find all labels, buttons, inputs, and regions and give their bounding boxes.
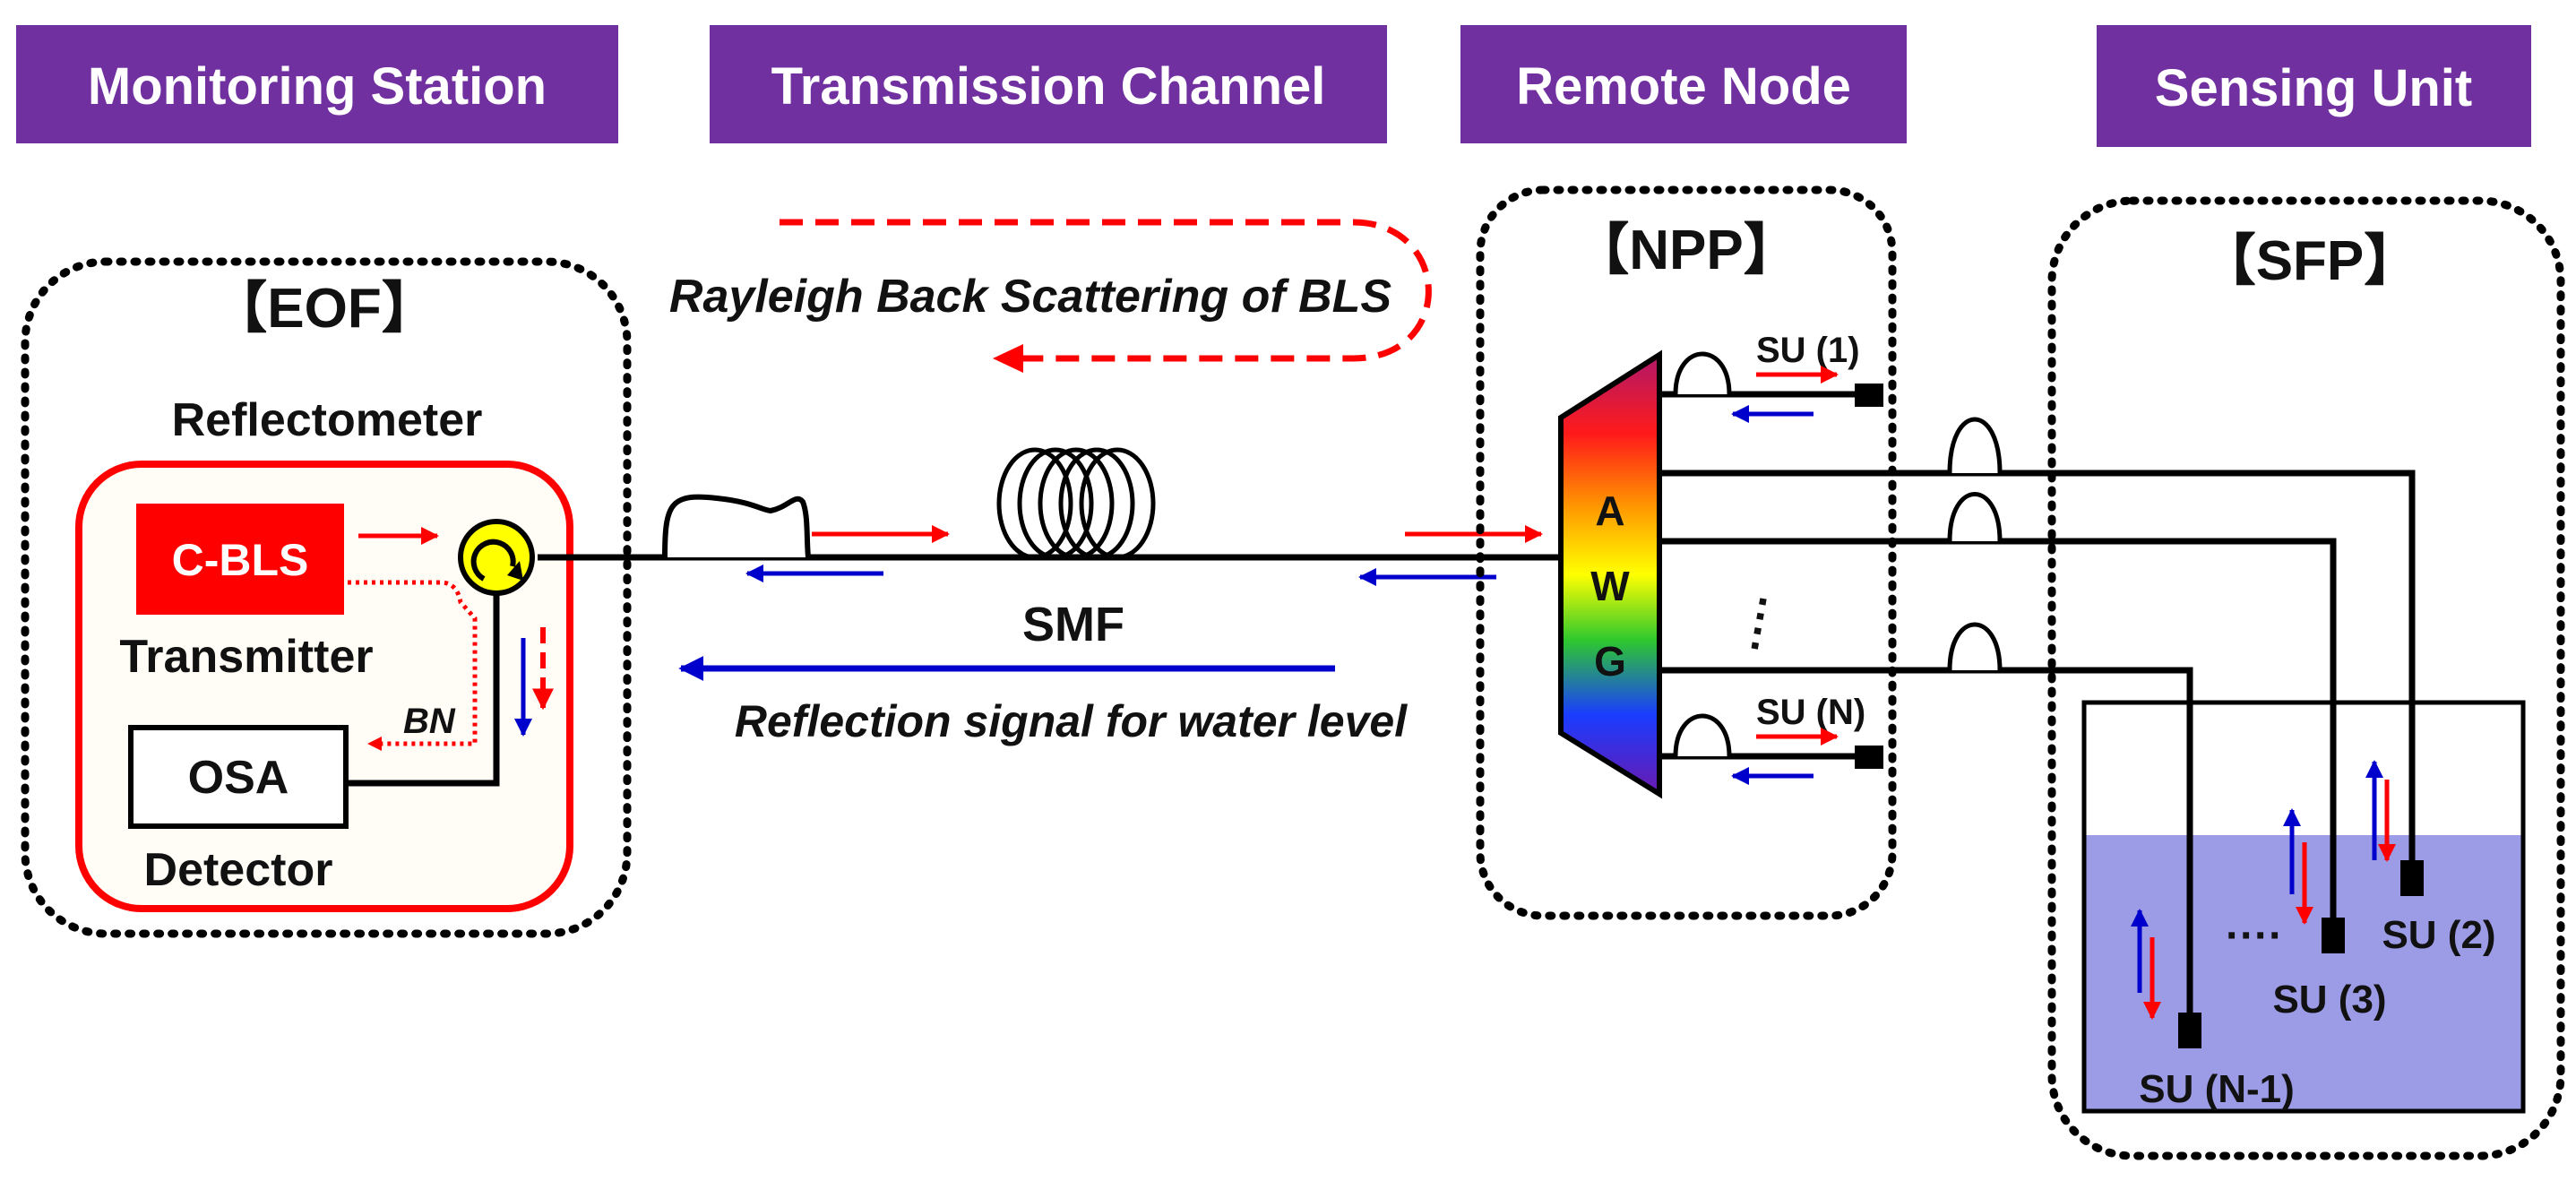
smf-label: SMF [1022, 598, 1124, 651]
su-n-minus-1-label: SU (N-1) [2139, 1067, 2295, 1111]
header-sensing-unit: Sensing Unit [2097, 25, 2531, 147]
cbls-source [136, 504, 344, 615]
circulator-to-osa-fiber [348, 588, 500, 787]
transmitter-label: Transmitter [119, 631, 373, 683]
bn-path [348, 580, 478, 746]
awg-device [1558, 349, 1662, 799]
reflectometer-label: Reflectometer [172, 394, 483, 446]
su-2-label: SU (2) [2382, 913, 2495, 957]
osa-box [128, 725, 349, 829]
su-n-minus-1-slack [1947, 622, 2003, 671]
smf-coil [996, 447, 1156, 560]
su-n-label: SU (N) [1756, 693, 1865, 732]
header-transmission-channel-label: Transmission Channel [771, 57, 1326, 116]
sfp-title: 【SFP】 [2201, 230, 2420, 292]
npp-title: 【NPP】 [1573, 220, 1798, 281]
su-2-slack [1947, 417, 2003, 474]
header-remote-node: Remote Node [1460, 25, 1907, 143]
header-monitoring-station: Monitoring Station [16, 25, 618, 143]
bn-arrowhead [367, 737, 382, 751]
su-2-sensor [2400, 860, 2424, 896]
header-sensing-unit-label: Sensing Unit [2155, 59, 2472, 117]
port-1-slack [1673, 351, 1732, 395]
su-1-label: SU (1) [1756, 331, 1860, 370]
osa-label: OSA [188, 752, 289, 804]
reflection-label: Reflection signal for water level [735, 696, 1408, 746]
port-ellipsis: ···· [1729, 589, 1789, 656]
circulator-arrow-icon [470, 539, 516, 582]
port-n-slack [1673, 713, 1732, 757]
rayleigh-arrowhead [993, 344, 1023, 373]
circulator [458, 519, 535, 596]
header-monitoring-station-label: Monitoring Station [88, 57, 547, 116]
cbls-label: C-BLS [172, 535, 309, 585]
awg-letter-w: W [1590, 563, 1630, 609]
water-tank [2081, 700, 2526, 1114]
eof-box [21, 257, 632, 938]
su-3-sensor [2322, 918, 2345, 953]
su-ellipsis: ···· [2226, 912, 2283, 960]
sfp-box [2047, 196, 2565, 1160]
bn-label: BN [403, 702, 456, 741]
fiber-to-su-3 [1659, 538, 2337, 934]
su-3-label: SU (3) [2272, 978, 2386, 1022]
rayleigh-path [780, 219, 1432, 362]
awg-letter-a: A [1595, 487, 1624, 534]
eof-title: 【EOF】 [211, 278, 436, 340]
npp-box [1476, 185, 1897, 920]
fiber-to-su-2 [1659, 470, 2416, 867]
detector-label: Detector [144, 844, 333, 896]
su-3-slack [1947, 492, 2003, 542]
rayleigh-label: Rayleigh Back Scattering of BLS [669, 271, 1392, 323]
su-1-sensor [1855, 384, 1883, 407]
header-transmission-channel: Transmission Channel [710, 25, 1387, 143]
su-n-sensor [1855, 746, 1883, 769]
header-remote-node-label: Remote Node [1516, 57, 1851, 116]
su-n-minus-1-sensor [2178, 1013, 2201, 1048]
awg-letter-g: G [1594, 638, 1626, 685]
fiber-slack [662, 494, 811, 558]
